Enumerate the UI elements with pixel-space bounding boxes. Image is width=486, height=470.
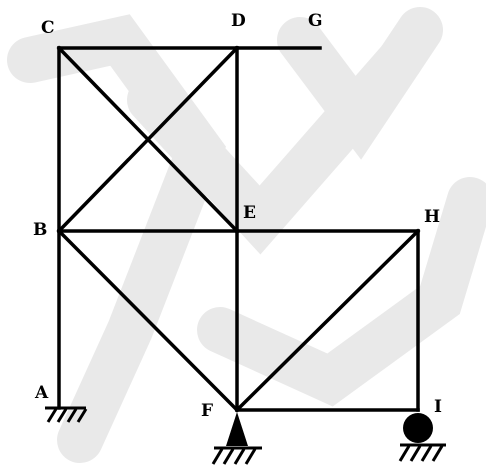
hatch-line — [211, 448, 224, 465]
hatch-line — [46, 408, 58, 423]
hatch-line — [398, 445, 411, 462]
label-H: H — [424, 207, 440, 227]
hatch-line — [56, 408, 68, 423]
watermark — [7, 7, 486, 463]
hatch-line — [222, 448, 235, 465]
hatch-line — [431, 445, 444, 462]
truss-members — [56, 45, 421, 413]
label-A: A — [34, 383, 49, 403]
member-F-H — [234, 228, 421, 413]
label-F: F — [201, 401, 213, 421]
watermark-stroke — [197, 177, 486, 407]
roller-circle — [403, 413, 433, 443]
support-roller-I — [398, 413, 446, 462]
label-E: E — [243, 203, 256, 223]
hatch-line — [66, 408, 78, 423]
support-pin-F — [211, 412, 262, 465]
support-fixed-A — [45, 406, 88, 423]
watermark-stroke — [277, 7, 443, 160]
label-C: C — [41, 18, 55, 38]
label-B: B — [33, 220, 47, 240]
hatch-line — [420, 445, 433, 462]
label-D: D — [231, 11, 246, 31]
hatch-line — [76, 408, 88, 423]
member-B-D — [56, 45, 240, 234]
member-B-F — [56, 228, 240, 413]
pin-triangle — [226, 412, 248, 446]
hatch-line — [233, 448, 246, 465]
hatch-line — [244, 448, 257, 465]
label-G: G — [308, 11, 323, 31]
hatch-line — [409, 445, 422, 462]
label-I: I — [434, 397, 442, 417]
